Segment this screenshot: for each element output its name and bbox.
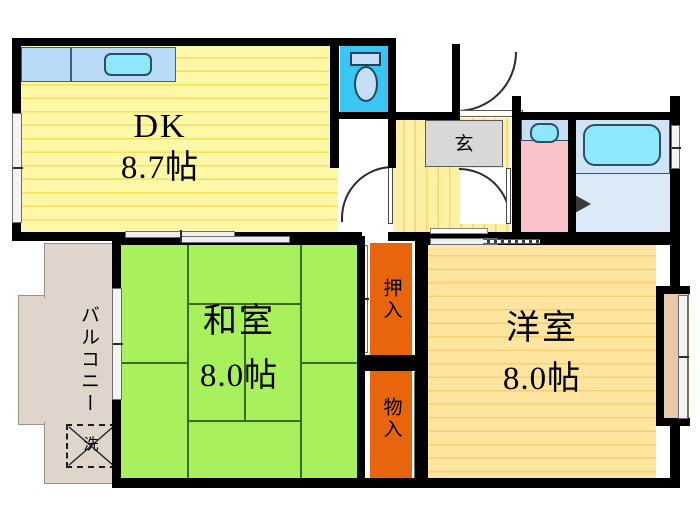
balcony-area-upper (44, 243, 118, 298)
wall-veranda-bottom (656, 418, 690, 426)
wall-entrance-left (452, 44, 460, 118)
wall-yoshitsu-left (415, 236, 428, 360)
room-yoshitsu-floor (428, 243, 656, 483)
closet-oshiire (370, 243, 412, 355)
tatami-seam (300, 362, 358, 364)
wall-veranda-top (656, 286, 690, 294)
wall-bottom-main (112, 478, 680, 488)
wall-bath-top (568, 112, 680, 120)
wash-basin-bowl (530, 123, 559, 143)
dk-washitsu-sliding-door-2[interactable] (180, 236, 290, 243)
wall-toilet-bottom (336, 112, 396, 119)
wall-washroom-right (568, 112, 576, 234)
corridor-yoshitsu-threshold[interactable] (430, 228, 488, 234)
label-genkan: 玄 (454, 134, 474, 155)
wall-corridor-top (388, 112, 460, 120)
yoshitsu-veranda-window[interactable] (678, 295, 689, 419)
toilet-bowl (354, 66, 378, 102)
washer-cross-lines (68, 426, 114, 466)
dk-door-panel (388, 166, 393, 224)
label-balcony: バルコニー (78, 305, 99, 415)
wall-washroom-left (512, 112, 521, 234)
kitchen-counter (21, 47, 176, 82)
closet-monoire (370, 370, 412, 483)
label-yoshitsu-name: 洋室 (506, 310, 578, 347)
wall-dk-left-upper (12, 38, 21, 113)
toilet-tank (350, 52, 381, 66)
label-dk-area: 8.7帖 (120, 150, 200, 186)
wall-toilet-top (336, 38, 396, 46)
yoshitsu-top-door-dashed (483, 239, 540, 244)
label-washitsu-name: 和室 (203, 303, 275, 340)
tatami-seam (244, 303, 246, 421)
wall-yoshitsu-top (415, 236, 677, 245)
wall-yoshitsu-right-lower (670, 420, 680, 488)
label-yoshitsu-area: 8.0帖 (502, 361, 582, 397)
wall-veranda-right (656, 286, 664, 426)
kitchen-sink-basin (104, 53, 152, 76)
label-monoire: 物入 (380, 397, 402, 441)
entrance-door-swing-arc (457, 52, 517, 112)
wall-yoshitsu-right-upper (670, 236, 680, 294)
wall-toilet-right (388, 38, 396, 168)
wall-dk-left-lower (12, 222, 21, 240)
bath-window[interactable] (671, 125, 681, 169)
wall-yoshitsu-left-lower (415, 360, 428, 486)
washroom-door-panel (506, 168, 511, 224)
label-washitsu-area: 8.0帖 (199, 358, 279, 394)
wall-entrance-right (512, 96, 521, 120)
balcony-area-lower (44, 422, 118, 484)
sliding-door-mullion (180, 230, 182, 243)
dk-left-window[interactable] (12, 113, 23, 223)
wall-dk-right (330, 38, 339, 168)
bathtub (583, 124, 661, 166)
wall-corridor-top-right (512, 112, 577, 120)
counter-divider (70, 47, 72, 82)
bath-door-marker (575, 195, 591, 213)
wall-dk-top (12, 38, 344, 46)
washitsu-right-window[interactable] (112, 288, 123, 400)
label-oshiire: 押入 (380, 278, 402, 322)
label-washer: 洗 (83, 437, 99, 453)
genkan-tile (425, 120, 503, 167)
label-dk-name: DK (133, 108, 187, 145)
tatami-seam (120, 362, 188, 364)
wall-closet-divider-horizontal (357, 355, 425, 371)
